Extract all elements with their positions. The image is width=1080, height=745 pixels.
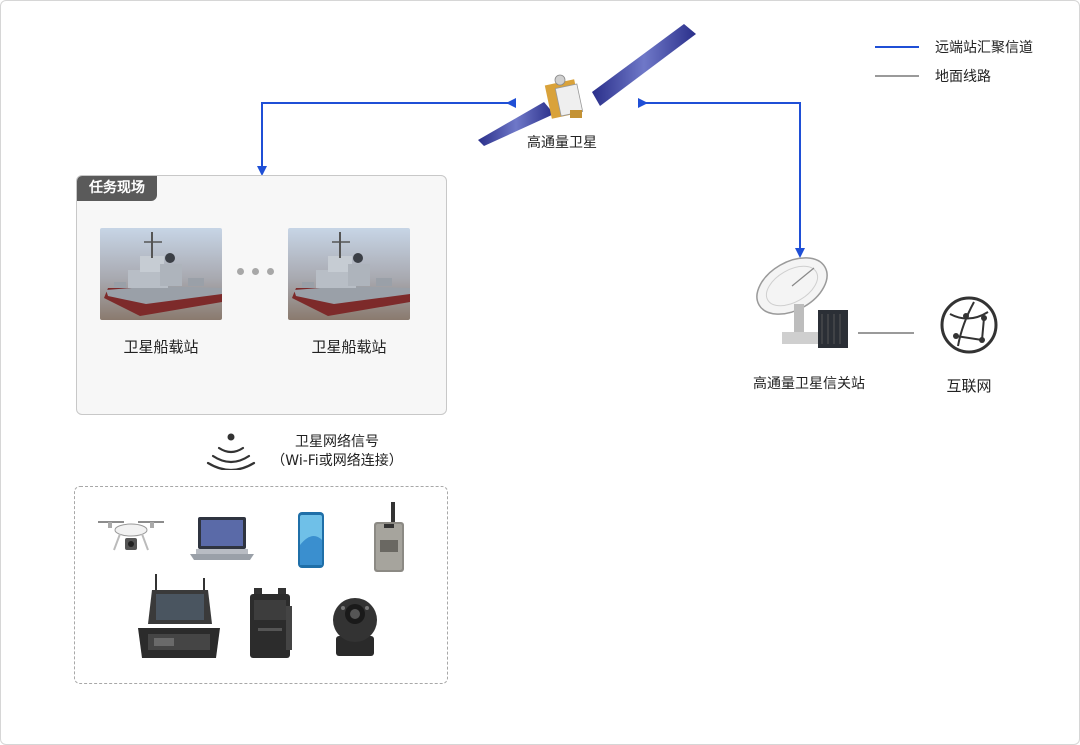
- legend-label-ground: 地面线路: [935, 69, 991, 85]
- satellite-label: 高通量卫星: [527, 135, 597, 151]
- remote-link-satellite-to-gateway: [638, 98, 805, 258]
- warship-photo-2: [288, 228, 410, 320]
- rugged-case-station-icon: [138, 574, 220, 658]
- ship-station-label-1: 卫星船载站: [123, 338, 199, 356]
- backpack-radio-icon: [250, 588, 292, 658]
- internet-label: 互联网: [946, 377, 992, 395]
- signal-caption-line1: 卫星网络信号: [295, 434, 379, 450]
- legend-label-remote: 远端站汇聚信道: [935, 40, 1033, 56]
- wireless-signal-icon: [206, 433, 256, 470]
- dome-camera-icon: [333, 598, 377, 656]
- legend-item-ground: 地面线路: [875, 66, 991, 86]
- signal-caption-line2: （Wi-Fi或网络连接）: [271, 453, 403, 469]
- drone-icon: [98, 521, 164, 551]
- ship-station-label-2: 卫星船载站: [311, 338, 387, 356]
- remote-link-satellite-to-site: [257, 98, 516, 176]
- warship-photo-1: [100, 228, 222, 320]
- laptop-icon: [190, 517, 254, 560]
- signal-caption: 卫星网络信号 （Wi-Fi或网络连接）: [257, 433, 417, 471]
- gateway-label: 高通量卫星信关站: [753, 376, 865, 392]
- smartphone-icon: [298, 512, 324, 568]
- mission-site-title: 任务现场: [77, 176, 157, 201]
- legend-swatch-ground: [875, 75, 919, 77]
- globe-network-icon: [940, 296, 998, 354]
- more-ships-ellipsis: [237, 268, 274, 275]
- satellite-icon: [478, 24, 696, 146]
- portable-terminal-icon: [374, 502, 404, 572]
- legend-item-remote: 远端站汇聚信道: [875, 37, 1033, 57]
- legend-swatch-remote: [875, 46, 919, 48]
- satellite-dish-icon: [756, 257, 848, 348]
